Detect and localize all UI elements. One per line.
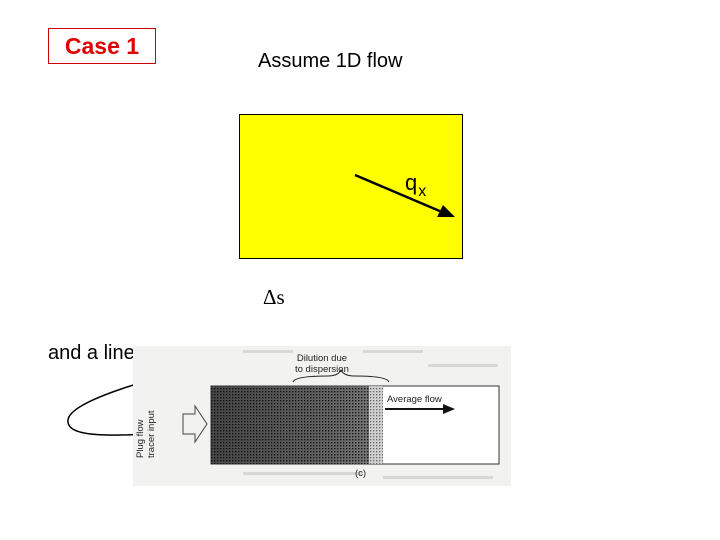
plug-flow-arrow: [182, 404, 208, 444]
flow-arrow: [354, 173, 455, 217]
element-length-label: Δs: [263, 285, 285, 309]
dilution-label: Dilution due to dispersion: [295, 353, 349, 375]
plug-flow-label: Plug flow tracer input: [135, 378, 157, 458]
flow-rate-label: qx: [405, 170, 426, 200]
inset-graphics: [182, 350, 500, 479]
average-flow-label: Average flow: [387, 394, 442, 405]
dilution-brace: [292, 368, 390, 383]
dilution-label-line1: Dilution due: [296, 353, 348, 364]
inset-figure: Dilution due to dispersion Plug flow tra…: [133, 346, 511, 486]
case-label-text: Case 1: [64, 32, 140, 59]
plug-flow-label-line2: tracer input: [146, 410, 157, 458]
case-label: Case 1: [48, 28, 156, 64]
flow-symbol: q: [405, 170, 418, 195]
flow-subscript: x: [418, 183, 427, 200]
assumption-heading: Assume 1D flow: [258, 50, 403, 72]
tracer-front: [369, 386, 383, 464]
panel-label: (c): [355, 468, 367, 479]
plug-flow-label-line1: Plug flow: [135, 419, 146, 458]
dilution-label-line2: to dispersion: [295, 364, 349, 375]
control-volume-box: [239, 114, 463, 259]
